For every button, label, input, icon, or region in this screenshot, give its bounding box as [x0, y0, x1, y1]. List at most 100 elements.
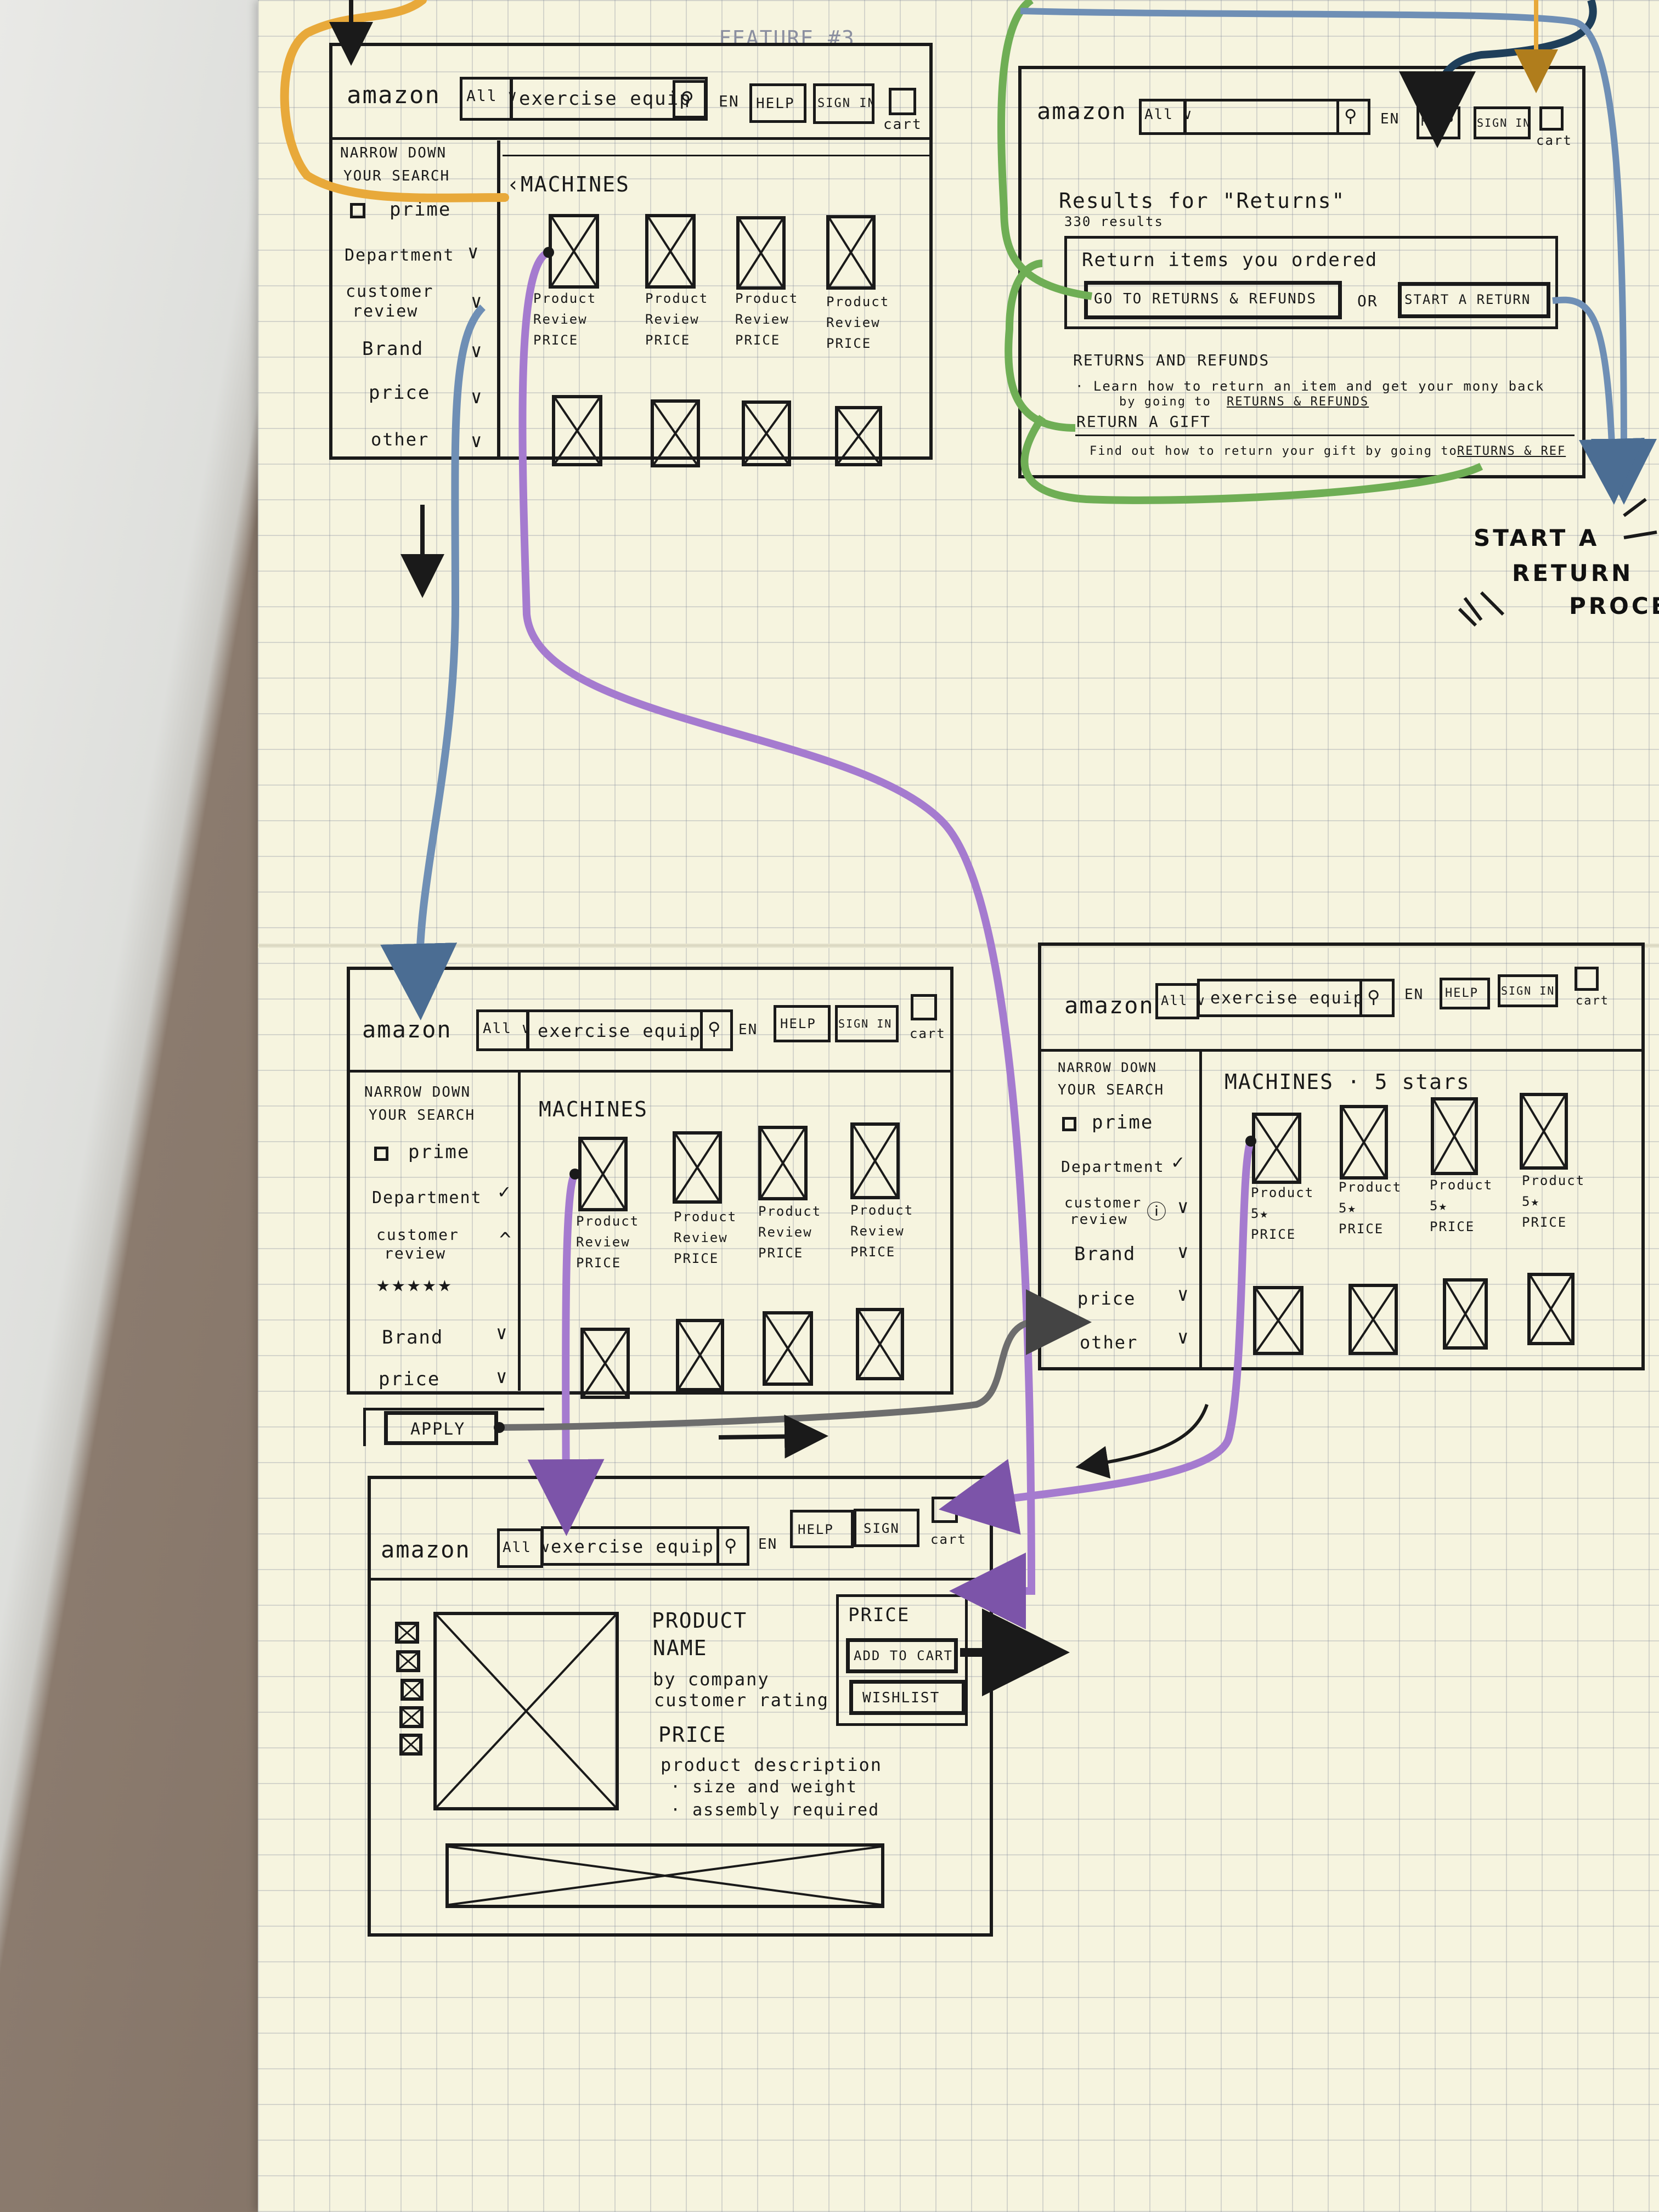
search-button[interactable]: [1359, 979, 1395, 1017]
cart-icon[interactable]: [911, 994, 937, 1020]
search-query: exercise equip: [1210, 989, 1364, 1008]
filter-customer-review-2[interactable]: review: [384, 1244, 447, 1262]
filter-customer-review-2[interactable]: review: [1070, 1211, 1128, 1228]
customer-rating: customer rating: [654, 1690, 829, 1711]
add-to-cart-label: ADD TO CART: [854, 1648, 953, 1663]
filter-price[interactable]: price: [369, 382, 431, 404]
chevron-down-icon: ∨: [471, 386, 483, 408]
returns-section-heading: RETURNS AND REFUNDS: [1073, 351, 1270, 369]
image-placeholder-icon: [396, 1650, 420, 1672]
product-card-caption: Product: [735, 291, 799, 306]
image-placeholder-icon: [433, 1612, 619, 1810]
product-card-caption: Product: [576, 1214, 640, 1229]
sign-in-button[interactable]: [813, 83, 874, 124]
image-placeholder-icon: [673, 1131, 722, 1204]
apply-divider: [363, 1408, 544, 1410]
help-button[interactable]: [749, 83, 806, 123]
narrow-search-line1: NARROW DOWN: [1058, 1060, 1157, 1075]
header-divider: [371, 1578, 990, 1581]
header-divider: [350, 1070, 950, 1073]
filter-customer-review-2[interactable]: review: [352, 302, 419, 321]
product-card-caption: PRICE: [1251, 1227, 1296, 1242]
return-gift-heading: RETURN A GIFT: [1076, 413, 1211, 431]
image-placeholder-icon: [763, 1311, 813, 1386]
start-return-note-3: PROCE: [1569, 592, 1659, 619]
search-icon: ⚲: [1367, 986, 1381, 1007]
star-rating-filter[interactable]: ★★★★★: [376, 1272, 454, 1297]
add-to-cart-button[interactable]: [846, 1638, 958, 1673]
prime-checkbox[interactable]: [1062, 1117, 1076, 1131]
results-heading[interactable]: ‹MACHINES: [507, 172, 630, 196]
filter-customer-review-1[interactable]: customer: [346, 282, 434, 301]
returns-link-2[interactable]: RETURNS & REF: [1457, 444, 1566, 458]
search-button[interactable]: [673, 80, 707, 119]
chevron-down-icon: ∨: [467, 241, 480, 263]
product-card-caption: Product: [674, 1209, 737, 1224]
image-placeholder-icon: [400, 1679, 424, 1701]
narrow-search-line2: YOUR SEARCH: [369, 1107, 476, 1124]
filter-brand[interactable]: Brand: [1074, 1243, 1136, 1265]
header-divider: [1041, 1049, 1641, 1052]
header-divider: [332, 137, 930, 140]
search-query: exercise equip: [519, 88, 692, 110]
filter-brand[interactable]: Brand: [362, 338, 424, 360]
filter-department[interactable]: Department: [345, 246, 455, 265]
product-card-caption: 5★: [1522, 1194, 1540, 1209]
returns-count: 330 results: [1064, 214, 1164, 229]
prime-checkbox[interactable]: [350, 203, 365, 218]
sidebar-divider: [1199, 1051, 1202, 1367]
filter-department[interactable]: Department: [1061, 1158, 1165, 1176]
help-label: HELP: [798, 1522, 834, 1537]
help-button[interactable]: [1440, 978, 1490, 1009]
start-return-label: START A RETURN: [1404, 292, 1531, 307]
product-card-caption: 5★: [1251, 1206, 1269, 1221]
logo: amazon: [362, 1016, 452, 1043]
product-card-caption: PRICE: [735, 332, 781, 348]
image-placeholder-icon: [645, 214, 696, 289]
product-bullet-1: · size and weight: [670, 1778, 858, 1797]
or-label: OR: [1357, 292, 1378, 310]
logo: amazon: [1064, 992, 1154, 1019]
cart-icon[interactable]: [1575, 967, 1599, 991]
wishlist-button[interactable]: [849, 1680, 966, 1715]
wishlist-label: WISHLIST: [862, 1690, 940, 1706]
check-icon: ✓: [498, 1181, 511, 1203]
prime-label: prime: [390, 199, 452, 221]
product-card-caption: PRICE: [645, 332, 691, 348]
returns-results-for: Results for "Returns": [1059, 189, 1346, 213]
cart-icon[interactable]: [932, 1497, 958, 1523]
product-card-caption: Review: [645, 312, 699, 327]
product-card-caption: PRICE: [850, 1244, 896, 1260]
sheet-title: FEATURE #3: [719, 26, 855, 50]
filter-customer-review-1[interactable]: customer: [1064, 1195, 1142, 1211]
product-description: product description: [661, 1754, 883, 1775]
product-card-caption: Product: [758, 1204, 822, 1219]
filter-brand[interactable]: Brand: [382, 1327, 444, 1348]
chevron-down-icon: ∨: [1177, 1327, 1190, 1348]
prime-label: prime: [1092, 1111, 1154, 1133]
product-card-caption: Review: [826, 315, 881, 330]
go-to-returns-label: GO TO RETURNS & REFUNDS: [1094, 291, 1317, 307]
filter-other[interactable]: other: [371, 429, 430, 450]
returns-link-1[interactable]: RETURNS & REFUNDS: [1227, 395, 1369, 409]
cart-icon[interactable]: [889, 88, 916, 115]
filter-price[interactable]: price: [1077, 1288, 1136, 1309]
filter-customer-review-1[interactable]: customer: [376, 1226, 459, 1244]
image-placeholder-icon: [578, 1137, 628, 1211]
cart-icon[interactable]: [1539, 106, 1564, 131]
language-label: EN: [1404, 986, 1424, 1003]
chevron-down-icon: ∨: [471, 340, 483, 362]
chevron-down-icon: ∨: [471, 430, 483, 452]
help-label: HELP: [756, 95, 795, 112]
product-card-caption: PRICE: [1339, 1221, 1384, 1237]
results-heading: MACHINES · 5 stars: [1224, 1070, 1470, 1094]
filter-department[interactable]: Department: [372, 1188, 482, 1207]
chevron-down-icon: ∨: [1177, 1284, 1190, 1306]
filter-other[interactable]: other: [1080, 1332, 1138, 1353]
product-card-caption: PRICE: [533, 332, 579, 348]
image-placeholder-icon: [399, 1734, 422, 1756]
search-icon: ⚲: [1344, 105, 1358, 126]
prime-checkbox[interactable]: [374, 1147, 388, 1161]
filter-price[interactable]: price: [379, 1368, 441, 1390]
sign-in-button[interactable]: [1498, 974, 1558, 1007]
